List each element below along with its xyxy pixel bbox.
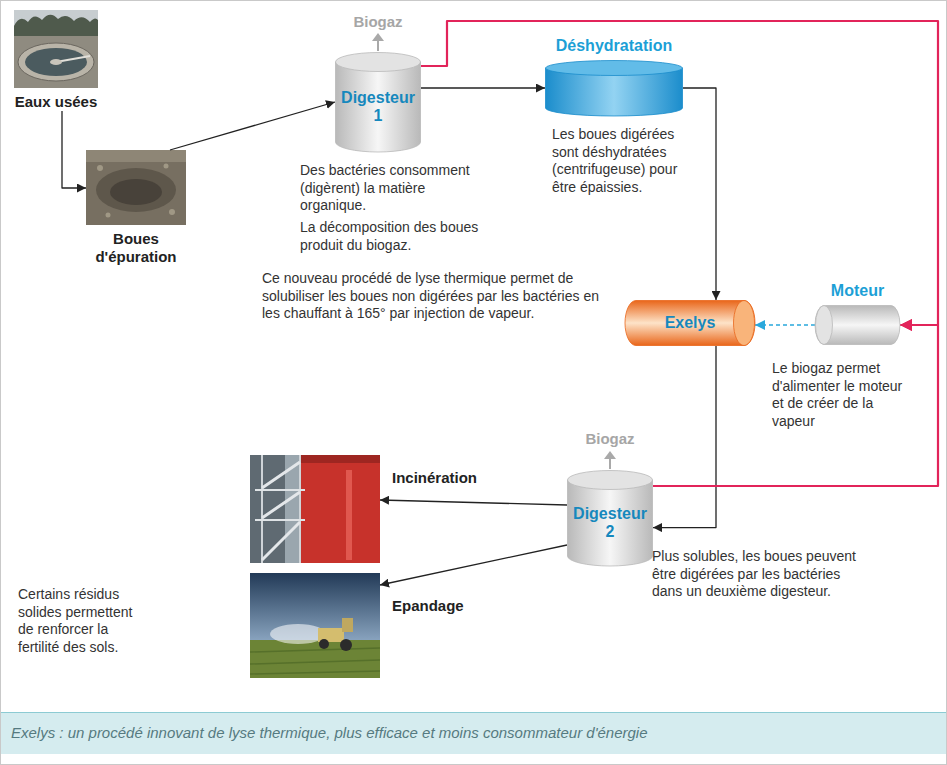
biogas-arrowhead [604, 451, 616, 459]
photo-node: Incinération [250, 455, 380, 563]
photo-node: Epandage [250, 573, 380, 678]
note-text: Les boues digérées sont déshydratées (ce… [552, 126, 704, 196]
node-label: Digesteur 1 [341, 89, 415, 126]
plant-background [250, 455, 380, 563]
photo-ground [14, 36, 98, 88]
clarifier-water [25, 48, 87, 76]
cylinder-cap [816, 306, 833, 345]
biogas-label: Biogaz [338, 13, 418, 31]
node-label: Incinération [392, 469, 477, 487]
connector [653, 325, 938, 486]
stair-rail [255, 489, 305, 491]
sludge-band [86, 150, 186, 162]
tractor-wheel [319, 639, 329, 649]
connector [170, 102, 335, 150]
cylinder-body [625, 301, 755, 346]
cylinder-top [568, 471, 653, 490]
note-text: Plus solubles, les boues peuvent être di… [652, 548, 864, 601]
connector [421, 87, 545, 88]
photo-node: Eaux usées [14, 10, 98, 111]
sludge-speck [169, 209, 175, 215]
field-furrows [250, 648, 380, 674]
sludge-speck [97, 165, 103, 171]
cylinder-outline [545, 60, 683, 116]
cylinder-top [336, 53, 421, 72]
cylinder-top [546, 61, 683, 76]
note-text: Certains résidus solides permettent de r… [18, 586, 146, 656]
spray-mist [270, 624, 326, 644]
connector [380, 545, 567, 585]
note-text: Des bactéries consomment (digèrent) la m… [300, 162, 480, 215]
stair-rail [255, 519, 305, 521]
plant-red-tank [300, 455, 380, 563]
clarifier-ring [18, 43, 94, 81]
dewatering-cylinder: Déshydratation [545, 60, 683, 116]
tractor-cab [342, 618, 353, 632]
field-sky [250, 573, 380, 643]
cylinder-body [336, 62, 421, 152]
photo-node: Boues d'épuration [86, 150, 186, 266]
caption-band: Exelys : un procédé innovant de lyse the… [1, 712, 946, 754]
photo-trees [14, 15, 98, 36]
sludge-ground [86, 150, 186, 225]
wastewater-photo [14, 10, 98, 88]
node-label: Digesteur 2 [573, 505, 647, 542]
sludge-crater [96, 168, 176, 212]
plant-building [250, 455, 285, 563]
digester-cylinder: Digesteur 1 [335, 52, 421, 152]
node-label: Déshydratation [505, 36, 723, 55]
node-label: Exelys [665, 314, 716, 332]
connector [653, 346, 716, 528]
node-label: Epandage [392, 597, 464, 615]
field-ground [250, 640, 380, 678]
engine-cylinder: Moteur [815, 305, 900, 345]
plant-tank-highlight [346, 470, 352, 560]
node-label: Boues d'épuration [86, 230, 186, 266]
biogas-label: Biogaz [570, 430, 650, 448]
exelys-cylinder: Exelys [625, 300, 755, 346]
cylinder-body [568, 480, 653, 566]
biogas-arrow [377, 40, 379, 51]
photo-sky [14, 10, 98, 88]
stair-post [299, 455, 301, 563]
sludge-photo [86, 150, 186, 225]
sludge-hole [110, 179, 162, 205]
clarifier-hub [50, 59, 62, 65]
cylinder-body [815, 306, 900, 345]
sludge-speck [164, 164, 169, 169]
cylinder-cap [734, 301, 755, 346]
incineration-photo [250, 455, 380, 563]
node-label: Eaux usées [14, 93, 98, 111]
note-text: Ce nouveau procédé de lyse thermique per… [262, 270, 614, 323]
cylinder-outline [815, 305, 900, 345]
note-text: Le biogaz permet d'alimenter le moteur e… [772, 360, 910, 430]
biogas-arrow [609, 458, 611, 469]
biogas-arrowhead [372, 33, 384, 41]
connector [62, 111, 86, 188]
note-text: La décomposition des boues produit du bi… [300, 219, 480, 254]
stair-post [261, 455, 263, 563]
tractor-wheel [340, 639, 352, 651]
caption-text: Exelys : un procédé innovant de lyse the… [1, 713, 946, 753]
connector [380, 500, 567, 505]
plant-tank-top [300, 455, 380, 463]
digester-cylinder: Digesteur 2 [567, 470, 653, 566]
spreading-photo [250, 573, 380, 678]
stair-flights [262, 462, 300, 560]
connector [683, 88, 716, 300]
sludge-speck [106, 213, 111, 218]
node-label: Moteur [775, 281, 940, 300]
connector [755, 324, 815, 326]
